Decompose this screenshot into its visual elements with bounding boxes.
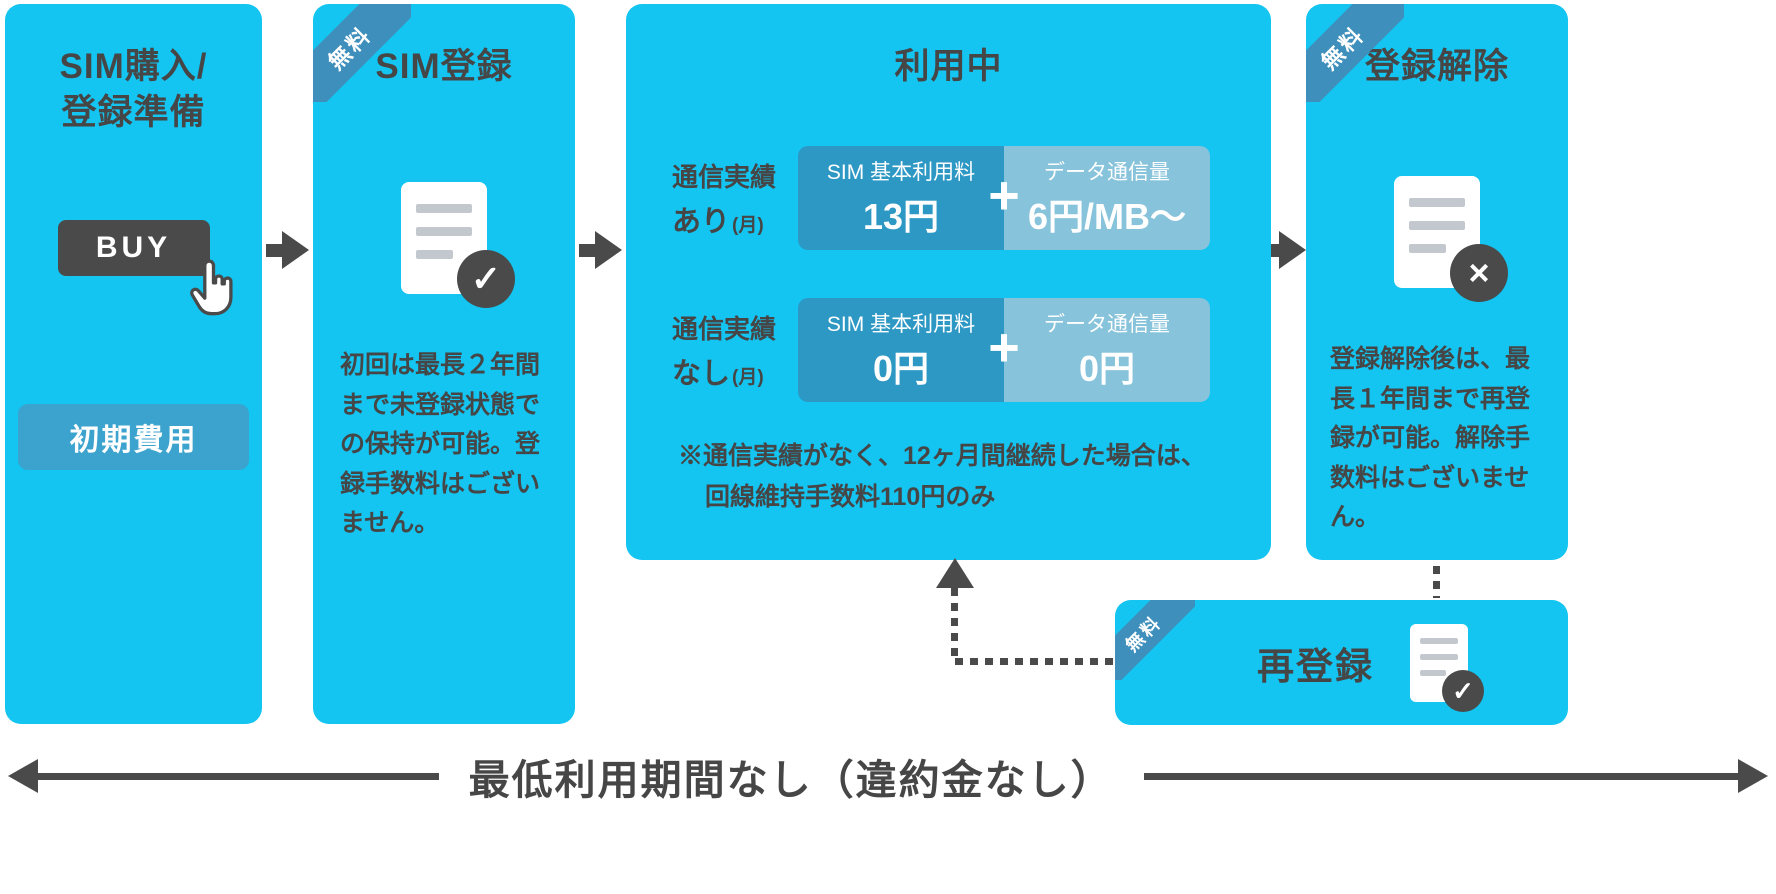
panel-reregister: 無料 再登録 ✓: [1115, 600, 1568, 725]
footer-line: [38, 772, 439, 780]
dotted-connector-reregister-horizontal: [955, 658, 1115, 665]
usage-label-suffix: (月): [732, 214, 764, 236]
price-base-fee-title: SIM 基本利用料: [826, 313, 976, 336]
deregister-description: 登録解除後は、最長１年間まで再登録が可能。解除手数料はございません。: [1330, 345, 1531, 531]
price-data-fee-value: 6円/MB〜: [1027, 196, 1186, 237]
price-data-fee-value: 0円: [1078, 348, 1136, 389]
plus-icon: +: [988, 317, 1020, 378]
doc-text-line: [416, 250, 453, 259]
usage-label-suffix: (月): [732, 366, 764, 388]
usage-row-inactive: 通信実績 なし(月) SIM 基本利用料 0円 データ通信量 0円 +: [672, 298, 1210, 402]
price-base-fee-value: 0円: [872, 348, 930, 389]
panel-deregister: 無料 登録解除 × 登録解除後は、最長１年間まで再登録が可能。解除手数料はござい…: [1306, 4, 1568, 560]
usage-label-line2: なし(月): [672, 350, 798, 392]
doc-text-line: [1420, 637, 1458, 644]
free-ribbon-label: 無料: [1306, 4, 1404, 102]
price-base-fee-value: 13円: [862, 196, 940, 237]
panel-deregister-title: 登録解除: [1364, 47, 1509, 86]
arrow-head: [282, 231, 309, 269]
dotted-connector-reregister-to-in-use: [951, 588, 958, 660]
title-line-2: 登録準備: [61, 92, 206, 132]
check-badge-icon: ✓: [1442, 669, 1484, 712]
price-data-fee-title: データ通信量: [1044, 161, 1170, 184]
document-check-icon: ✓: [401, 182, 515, 308]
flow-arrow-icon: [1271, 231, 1306, 269]
dotted-connector-deregister-to-reregister: [1433, 566, 1440, 598]
up-arrow-head-icon: [936, 558, 974, 588]
usage-row-active: 通信実績 あり(月) SIM 基本利用料 13円 データ通信量 6円/MB〜 +: [672, 146, 1210, 250]
initial-cost-badge: 初期費用: [18, 404, 249, 470]
arrow-right-icon: [1738, 759, 1768, 793]
price-data-fee: データ通信量 6円/MB〜: [1004, 146, 1210, 250]
title-line-1: SIM購入/: [59, 47, 208, 86]
price-base-fee-title: SIM 基本利用料: [826, 161, 976, 184]
document-check-icon: ✓: [1410, 623, 1484, 712]
usage-label-main: なし: [672, 357, 731, 390]
usage-label-line1: 通信実績: [672, 161, 777, 192]
arrow-tail: [266, 243, 282, 257]
plus-icon: +: [988, 165, 1020, 226]
register-description: 初回は最長２年間まで未登録状態での保持が可能。登録手数料はございません。: [340, 351, 541, 537]
usage-label-line2: あり(月): [672, 198, 798, 240]
panel-sim-register: 無料 SIM登録 ✓ 初回は最長２年間まで未登録状態での保持が可能。登録手数料は…: [313, 4, 575, 724]
doc-text-line: [1409, 244, 1446, 253]
price-data-fee-title: データ通信量: [1044, 313, 1170, 336]
usage-note: ※通信実績がなく、12ヶ月間継続した場合は、 回線維持手数料110円のみ: [678, 436, 1206, 517]
minimum-period-label: 最低利用期間なし（違約金なし）: [468, 757, 1114, 803]
footer-line: [1143, 772, 1738, 780]
price-base-fee: SIM 基本利用料 13円: [798, 146, 1004, 250]
usage-label-line1: 通信実績: [672, 313, 777, 344]
usage-label-inactive: 通信実績 なし(月): [672, 309, 798, 392]
arrow-head: [1279, 231, 1306, 269]
doc-text-line: [1420, 653, 1458, 660]
free-ribbon: 無料: [313, 4, 411, 102]
cross-badge-icon: ×: [1450, 244, 1508, 302]
usage-label-main: あり: [672, 205, 731, 238]
panel-sim-purchase-title: SIM購入/ 登録準備: [5, 4, 262, 135]
doc-text-line: [1409, 221, 1465, 230]
minimum-period-banner: 最低利用期間なし（違約金なし）: [8, 744, 1768, 808]
document-cross-icon: ×: [1394, 176, 1508, 302]
panel-sim-register-title: SIM登録: [375, 47, 513, 86]
check-badge-icon: ✓: [457, 250, 515, 308]
price-base-fee: SIM 基本利用料 0円: [798, 298, 1004, 402]
reregister-content: 再登録 ✓: [1115, 600, 1568, 725]
price-box-active: SIM 基本利用料 13円 データ通信量 6円/MB〜 +: [798, 146, 1210, 250]
usage-note-line2: 回線維持手数料110円のみ: [705, 482, 996, 511]
arrow-head: [595, 231, 622, 269]
usage-label-active: 通信実績 あり(月): [672, 157, 798, 240]
free-ribbon-label: 無料: [313, 4, 411, 102]
panel-in-use-title: 利用中: [894, 47, 1003, 86]
free-ribbon: 無料: [1306, 4, 1404, 102]
price-box-inactive: SIM 基本利用料 0円 データ通信量 0円 +: [798, 298, 1210, 402]
buy-button[interactable]: BUY: [57, 220, 210, 276]
doc-text-line: [416, 204, 472, 213]
arrow-tail: [579, 243, 595, 257]
panel-sim-purchase: SIM購入/ 登録準備 BUY 初期費用: [5, 4, 262, 724]
panel-reregister-title: 再登録: [1257, 645, 1374, 687]
doc-text-line: [1409, 198, 1465, 207]
hand-pointer-icon: [184, 259, 238, 322]
doc-text-line: [416, 227, 472, 236]
flow-arrow-icon: [266, 231, 309, 269]
panel-in-use: 利用中 通信実績 あり(月) SIM 基本利用料 13円 データ通信量 6円/M…: [626, 4, 1271, 560]
price-data-fee: データ通信量 0円: [1004, 298, 1210, 402]
doc-text-line: [1420, 669, 1446, 676]
usage-note-line1: ※通信実績がなく、12ヶ月間継続した場合は、: [678, 442, 1206, 470]
arrow-left-icon: [8, 759, 38, 793]
buy-button-group: BUY: [57, 220, 233, 316]
flow-arrow-icon: [579, 231, 622, 269]
arrow-tail: [1271, 243, 1279, 257]
